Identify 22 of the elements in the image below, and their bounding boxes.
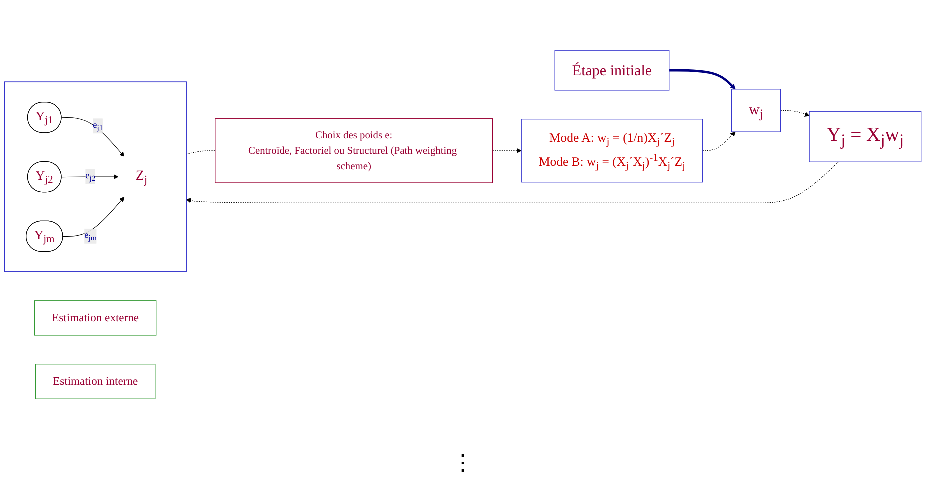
arrow <box>492 148 522 154</box>
arrow <box>61 118 125 158</box>
node-box: Étape initiale <box>554 50 670 91</box>
node-box: Estimation interne <box>35 364 156 400</box>
node-box: Mode A: w$_{j}$ = (1/n)X$_{j}$´Z$_{j}$ Mode B: w$_{j}$ = (X$_{j}$´X$_{j}$)$^{-1}$X$_{j}$´Z$_{j}$ <box>521 119 704 183</box>
cluster <box>4 82 187 273</box>
connector <box>186 150 216 155</box>
edge-label: e$_{j2}$ <box>86 171 96 184</box>
ellipsis-mark: ⋮ <box>452 450 474 475</box>
node-box: w$_{j}$ <box>731 89 781 132</box>
edge-label: e$_{j1}$ <box>93 120 104 132</box>
arrow <box>780 110 810 118</box>
node-text: Z$_{j}$ <box>136 168 148 186</box>
edge-label: e$_{jm}$ <box>84 230 97 242</box>
node-box: Choix des poids e: Centroïde, Factoriel ou Structurel (Path weighting scheme) <box>215 118 494 184</box>
node-box: Y$_{j}$ = X$_{j}$w$_{j}$ <box>809 112 922 163</box>
arrow <box>62 197 125 238</box>
arrow <box>61 174 119 180</box>
arrow <box>702 132 736 152</box>
arrow <box>186 162 840 204</box>
arrow <box>669 70 736 90</box>
node-box: Estimation externe <box>34 300 157 336</box>
